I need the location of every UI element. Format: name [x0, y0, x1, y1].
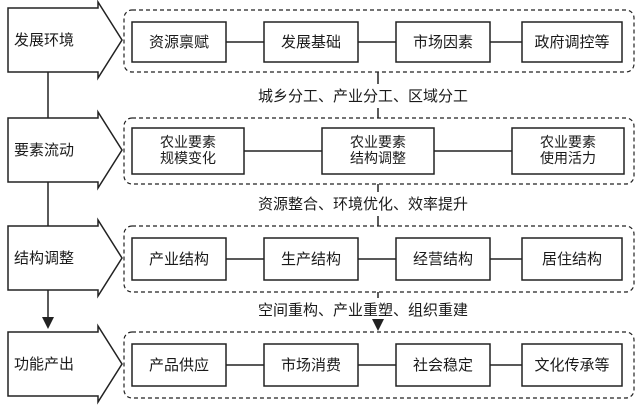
- stage-label-structure-adjustment: 结构调整: [14, 249, 75, 267]
- group-box-2: [123, 117, 635, 185]
- connector-text-reconstruction: 空间重构、产业重塑、组织重建: [258, 301, 469, 319]
- stage-arrow-2: [7, 109, 123, 191]
- item-resource-endowment: 资源禀赋: [148, 33, 209, 51]
- item-box: [511, 127, 625, 175]
- item-factor-vitality: 农业要素 使用活力: [540, 135, 596, 167]
- item-box: [131, 343, 227, 387]
- item-factor-scale-change: 农业要素 规模变化: [160, 135, 216, 167]
- item-box: [521, 237, 623, 281]
- connector-text-integration: 资源整合、环境优化、效率提升: [258, 195, 469, 213]
- item-residence-structure: 居住结构: [541, 250, 602, 268]
- item-box: [395, 237, 491, 281]
- item-box: [131, 127, 245, 175]
- item-government-regulation: 政府调控等: [534, 33, 610, 51]
- item-production-structure: 生产结构: [280, 250, 341, 268]
- item-cultural-heritage: 文化传承等: [534, 356, 610, 374]
- group-box-4: [123, 331, 635, 399]
- item-box: [521, 343, 623, 387]
- item-box: [395, 343, 491, 387]
- stage-label-function-output: 功能产出: [14, 355, 75, 373]
- item-box: [395, 21, 491, 63]
- item-operation-structure: 经营结构: [412, 250, 473, 268]
- item-development-foundation: 发展基础: [280, 33, 341, 51]
- item-box: [521, 21, 623, 63]
- connector-text-division-of-labor: 城乡分工、产业分工、区域分工: [258, 87, 469, 105]
- stage-label-factor-flow: 要素流动: [14, 141, 75, 159]
- item-product-supply: 产品供应: [148, 356, 209, 374]
- item-box: [263, 21, 359, 63]
- stage-arrow-3: [7, 217, 123, 299]
- stage-label-development-environment: 发展环境: [14, 31, 75, 49]
- item-box: [263, 237, 359, 281]
- stage-arrow-4: [7, 323, 123, 405]
- item-social-stability: 社会稳定: [412, 356, 473, 374]
- group-box-3: [123, 225, 635, 293]
- item-market-consumption: 市场消费: [280, 356, 341, 374]
- item-box: [263, 343, 359, 387]
- group-box-1: [123, 9, 635, 73]
- item-box: [321, 127, 435, 175]
- item-factor-structure-adjustment: 农业要素 结构调整: [350, 135, 406, 167]
- item-industry-structure: 产业结构: [148, 250, 209, 268]
- item-box: [131, 237, 227, 281]
- item-box: [131, 21, 227, 63]
- stage-arrow-1: [7, 0, 123, 81]
- item-market-factors: 市场因素: [412, 33, 473, 51]
